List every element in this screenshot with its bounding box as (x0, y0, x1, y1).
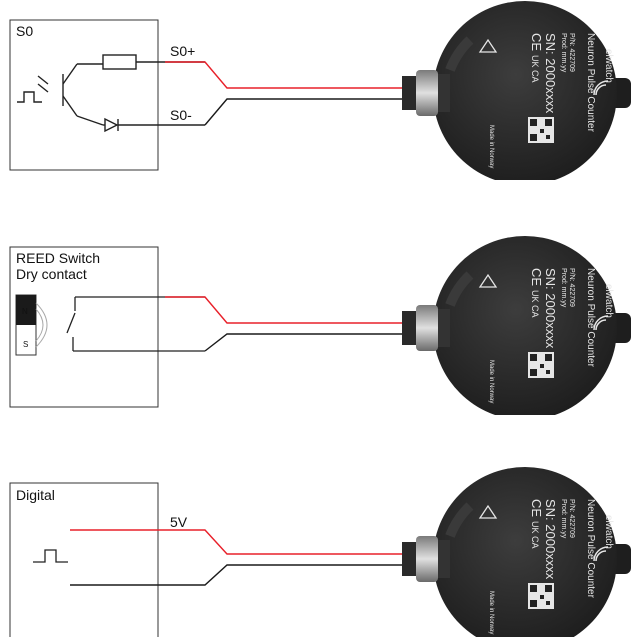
svg-text:Prod: mm.yy: Prod: mm.yy (560, 33, 567, 73)
svg-text:SN: 2000xxxx: SN: 2000xxxx (543, 499, 558, 580)
diode-icon (103, 117, 205, 133)
svg-text:CE: CE (529, 33, 544, 51)
svg-text:CE: CE (529, 268, 544, 286)
svg-text:UK CA: UK CA (530, 521, 540, 549)
svg-text:UK CA: UK CA (530, 55, 540, 83)
wifi-icon (593, 546, 609, 562)
warning-icon (478, 504, 498, 519)
reed-title-line1: REED Switch (16, 250, 100, 266)
reed-switch-icon (66, 296, 205, 352)
reed-diagram: REED Switch Dry contact N S elwatch Neur… (9, 236, 631, 415)
svg-text:SN: 2000xxxx: SN: 2000xxxx (543, 268, 558, 349)
svg-text:Neuron Pulse Counter: Neuron Pulse Counter (585, 33, 596, 133)
svg-text:P/N: 422709: P/N: 422709 (568, 268, 575, 307)
panel-digital: Digital 5V elwatch Neuron Pulse Counter … (0, 460, 631, 637)
s0-red-wire (165, 61, 415, 89)
qr-code-icon (528, 117, 554, 143)
phototransistor-icon (17, 63, 104, 126)
reed-device: elwatch Neuron Pulse Counter P/N: 422709… (402, 236, 631, 415)
svg-text:elwatch: elwatch (603, 515, 614, 549)
reed-title-line2: Dry contact (16, 266, 87, 282)
digital-device: elwatch Neuron Pulse Counter P/N: 422709… (402, 467, 631, 637)
magnet-icon: N S (15, 294, 48, 356)
s0-pos-label: S0+ (170, 43, 195, 59)
svg-text:Made in Norway: Made in Norway (488, 125, 494, 168)
digital-red-wire (70, 529, 415, 555)
svg-text:Prod: mm.yy: Prod: mm.yy (560, 268, 567, 308)
panel-s0: S0 S0+ S0- elwatch (0, 0, 631, 180)
s0-neg-label: S0- (170, 107, 192, 123)
svg-text:Neuron Pulse Counter: Neuron Pulse Counter (585, 268, 596, 368)
svg-text:Prod: mm.yy: Prod: mm.yy (560, 499, 567, 539)
magnet-s-label: S (23, 340, 28, 349)
svg-text:SN: 2000xxxx: SN: 2000xxxx (543, 33, 558, 114)
warning-icon (478, 273, 498, 288)
svg-text:UK CA: UK CA (530, 290, 540, 318)
digital-box (9, 482, 159, 637)
svg-text:P/N: 422709: P/N: 422709 (568, 499, 575, 538)
qr-code-icon (528, 352, 554, 378)
svg-text:elwatch: elwatch (603, 284, 614, 318)
svg-text:Made in Norway: Made in Norway (488, 360, 494, 403)
reed-box (9, 246, 159, 408)
wifi-icon (593, 315, 609, 331)
resistor-icon (102, 54, 137, 70)
s0-box (9, 19, 159, 171)
warning-icon (478, 38, 498, 53)
reed-black-wire (204, 333, 415, 352)
s0-device: elwatch Neuron Pulse Counter P/N: 422709… (402, 1, 631, 180)
svg-text:CE: CE (529, 499, 544, 517)
pulse-signal-icon (33, 549, 68, 563)
svg-text:elwatch: elwatch (603, 49, 614, 83)
wifi-icon (593, 80, 609, 96)
digital-voltage-label: 5V (170, 514, 188, 530)
digital-diagram: Digital 5V elwatch Neuron Pulse Counter … (9, 467, 631, 637)
digital-black-wire (70, 564, 415, 586)
reed-red-wire (165, 296, 415, 324)
s0-black-wire (204, 98, 415, 126)
digital-title: Digital (16, 487, 55, 503)
s0-title: S0 (16, 23, 33, 39)
svg-text:P/N: 422709: P/N: 422709 (568, 33, 575, 72)
qr-code-icon (528, 583, 554, 609)
s0-diagram: S0 S0+ S0- elwatch (9, 1, 631, 180)
panel-reed: REED Switch Dry contact N S elwatch Neur… (0, 225, 631, 415)
magnet-n-label: N (22, 307, 28, 316)
svg-text:Made in Norway: Made in Norway (488, 591, 494, 634)
svg-text:Neuron Pulse Counter: Neuron Pulse Counter (585, 499, 596, 599)
